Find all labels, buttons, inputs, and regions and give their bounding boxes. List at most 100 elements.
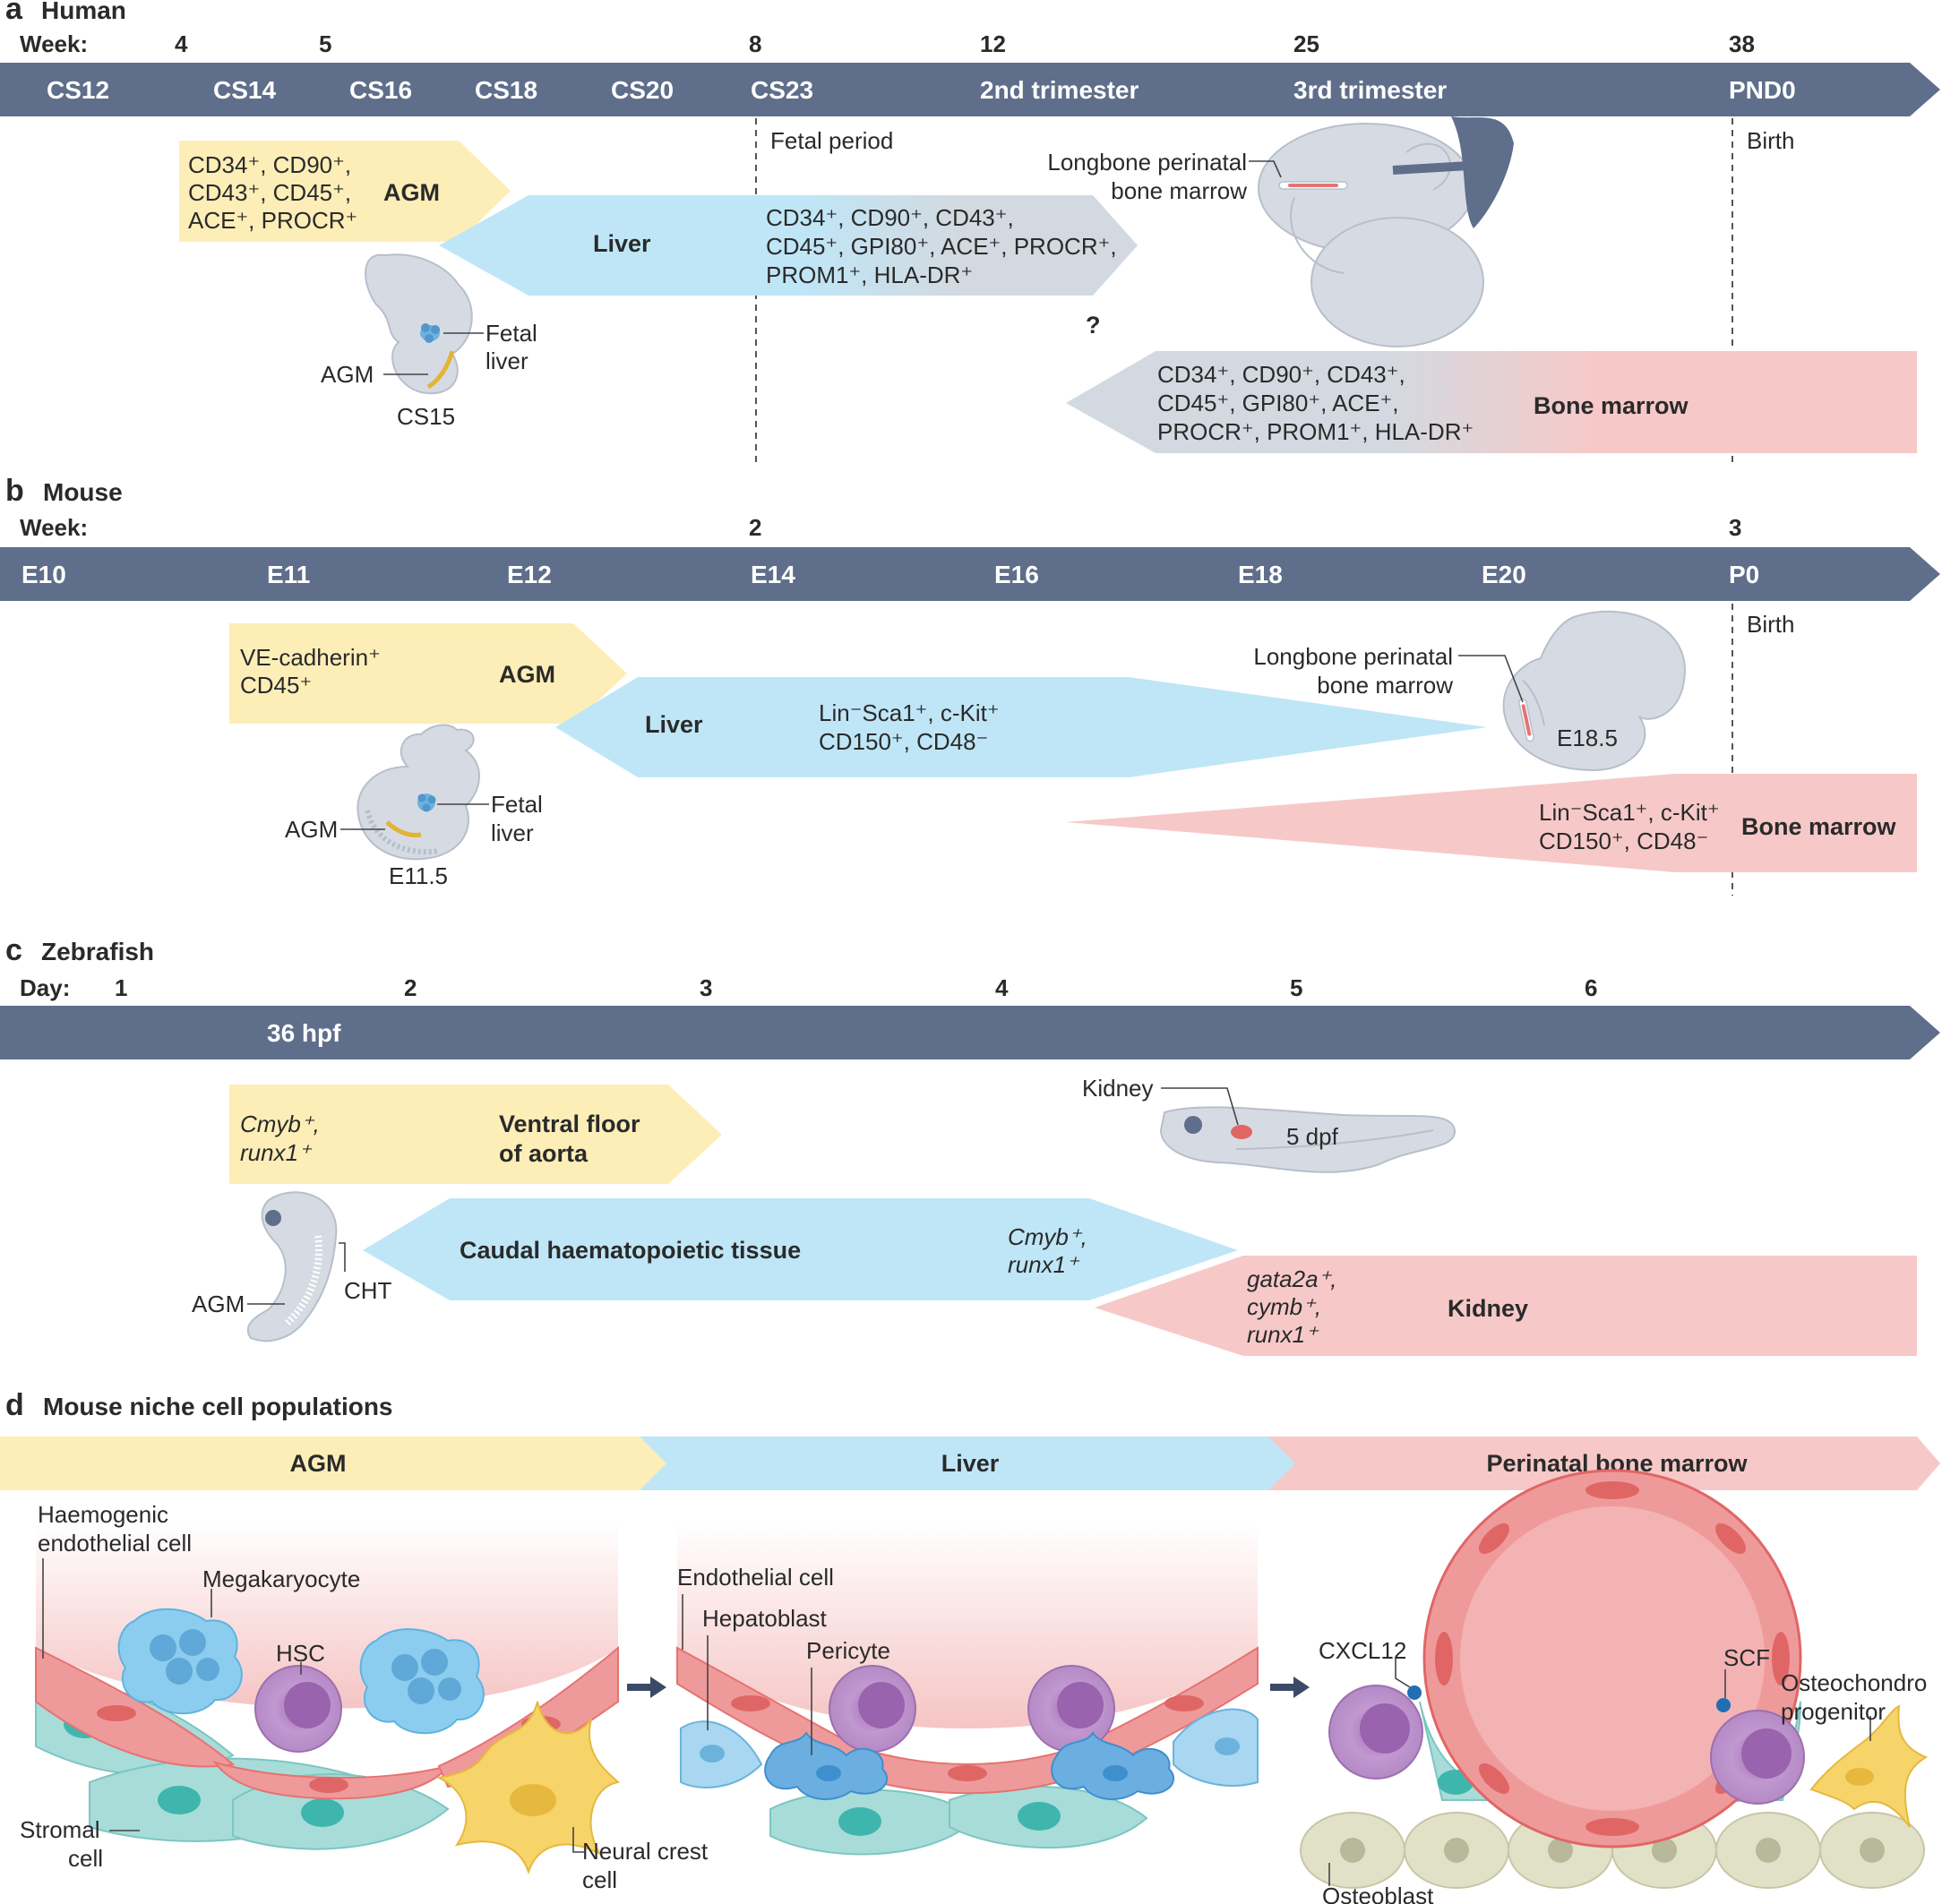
- panel-a: a Human Week: 4 5 8 12 25 38 CS12 CS14 C…: [0, 0, 1940, 466]
- scf-dot: [1716, 1698, 1731, 1712]
- hsc-cell: [1027, 1665, 1115, 1753]
- panel-c-scale-label: Day:: [20, 974, 70, 1001]
- liver-niche-illustration: [676, 1522, 1259, 1856]
- stage-label: 36 hpf: [267, 1019, 341, 1047]
- week-tick: 12: [980, 30, 1006, 57]
- week-tick: 5: [319, 30, 331, 57]
- week-tick: 3: [1729, 514, 1741, 541]
- liver-marker-line: CD45⁺, GPI80⁺, ACE⁺, PROCR⁺,: [766, 233, 1117, 260]
- cht-marker-line: Cmyb⁺,: [1008, 1223, 1087, 1250]
- panel-a-letter: a: [5, 0, 23, 26]
- endothelial-cells: [35, 1645, 619, 1800]
- panel-c-day-ticks: 1 2 3 4 5 6: [115, 974, 1597, 1001]
- agm-marker-line: ACE⁺, PROCR⁺: [188, 207, 357, 234]
- hsc-cell: [1710, 1710, 1805, 1805]
- timeline-bar: [0, 63, 1940, 116]
- panel-a-title: Human: [41, 0, 126, 24]
- panel-b-scale-label: Week:: [20, 514, 88, 541]
- bone-marrow-niche-illustration: [1300, 1469, 1929, 1889]
- osteochondro-progenitor-cell: [1809, 1704, 1929, 1828]
- kidney-arrow: [1095, 1256, 1917, 1356]
- agm-stripe: [385, 820, 422, 837]
- stage-label: CS16: [349, 76, 412, 104]
- panel-a-week-ticks: 4 5 8 12 25 38: [175, 30, 1755, 57]
- stage-label: CS23: [751, 76, 813, 104]
- human-fetus-illustration: [1258, 116, 1514, 347]
- hepatoblast-cells: [680, 1708, 1259, 1788]
- kidney-marker-line: gata2a⁺,: [1247, 1265, 1336, 1292]
- timeline-bar: [0, 547, 1940, 601]
- embryo-agm-label: AGM: [285, 816, 338, 843]
- stage-label: E10: [21, 561, 66, 588]
- band-liver: [638, 1437, 1295, 1490]
- kidney-marker-line: runx1⁺: [1247, 1321, 1319, 1348]
- osteoblast-cells: [1300, 1812, 1925, 1889]
- day-tick: 1: [115, 974, 127, 1001]
- embryo-stage-label: E11.5: [389, 862, 448, 889]
- panel-c: c Zebrafish Day: 1 2 3 4 5 6 36 hpf Cmyb…: [0, 933, 1940, 1356]
- bone-marrow-arrow: [1066, 774, 1917, 872]
- stage-label: E16: [994, 561, 1039, 588]
- aorta-label-line: of aorta: [499, 1140, 589, 1167]
- cht-arrow: [363, 1198, 1238, 1300]
- pericyte-cells: [764, 1731, 1174, 1801]
- osteoblast-label: Osteoblast: [1322, 1883, 1434, 1904]
- day-tick: 6: [1585, 974, 1597, 1001]
- day-tick: 2: [404, 974, 417, 1001]
- hsc-cell: [254, 1665, 342, 1753]
- liver-marker-line: Lin⁻Sca1⁺, c-Kit⁺: [819, 699, 1000, 726]
- transition-arrow-head: [1293, 1677, 1310, 1698]
- agm-marker-line: VE-cadherin⁺: [240, 644, 381, 671]
- liver-marker-line: CD150⁺, CD48⁻: [819, 728, 988, 755]
- day-tick: 5: [1290, 974, 1302, 1001]
- osteochondro-label: progenitor: [1781, 1698, 1886, 1725]
- fetus-longbone-label: bone marrow: [1111, 177, 1247, 204]
- panel-b-stage-labels: E10 E11 E12 E14 E16 E18 E20 P0: [21, 561, 1759, 588]
- band-label: AGM: [290, 1450, 347, 1477]
- bm-marker-line: CD34⁺, CD90⁺, CD43⁺,: [1157, 361, 1405, 388]
- stage-label: E11: [267, 561, 310, 588]
- birth-label: Birth: [1747, 127, 1794, 154]
- panel-b-title: Mouse: [43, 478, 123, 506]
- bone-marrow-label: Bone marrow: [1534, 392, 1689, 419]
- sinusoid-vessel: [1422, 1469, 1802, 1848]
- kidney-marker-line: cymb⁺,: [1247, 1293, 1321, 1320]
- panel-d-title: Mouse niche cell populations: [43, 1393, 393, 1420]
- panel-c-letter: c: [5, 933, 22, 967]
- neural-crest-label: Neural crest: [582, 1838, 709, 1865]
- cxcl12-label: CXCL12: [1319, 1637, 1406, 1664]
- agm-stripe: [426, 350, 455, 390]
- embryo-stage-label: CS15: [397, 403, 455, 430]
- stromal-label: Stromal: [20, 1816, 100, 1843]
- bm-marker-line: PROCR⁺, PROM1⁺, HLA-DR⁺: [1157, 418, 1474, 445]
- panel-d: d Mouse niche cell populations AGM Liver…: [0, 1388, 1940, 1904]
- hsc-cell: [1328, 1685, 1423, 1780]
- aorta-arrow: [229, 1085, 722, 1184]
- zebrafish-larva-illustration: [1159, 1106, 1456, 1173]
- panel-d-letter: d: [5, 1388, 24, 1422]
- bone-marrow-label: Bone marrow: [1741, 813, 1897, 840]
- aorta-marker-line: Cmyb⁺,: [240, 1111, 320, 1137]
- stage-label: 2nd trimester: [980, 76, 1139, 104]
- bm-marker-line: Lin⁻Sca1⁺, c-Kit⁺: [1539, 799, 1720, 826]
- agm-arrow: [229, 623, 627, 724]
- panel-b: b Mouse Week: 2 3 E10 E11 E12 E14 E16 E1…: [0, 474, 1940, 896]
- scf-label: SCF: [1723, 1644, 1770, 1671]
- bm-marker-line: CD45⁺, GPI80⁺, ACE⁺,: [1157, 390, 1399, 416]
- zebrafish-embryo-illustration: [246, 1191, 338, 1342]
- panel-a-scale-label: Week:: [20, 30, 88, 57]
- embryo-fetal-liver-label: liver: [491, 819, 534, 846]
- kidney-mark: [1231, 1125, 1252, 1139]
- agm-marker-line: CD45⁺: [240, 672, 312, 699]
- longbone-marrow-mark: [1521, 704, 1532, 736]
- haemogenic-label: Haemogenic: [38, 1501, 168, 1528]
- week-tick: 2: [749, 514, 761, 541]
- hsc-cell: [829, 1665, 916, 1753]
- agm-label: AGM: [383, 179, 440, 206]
- endothelial-label: Endothelial cell: [677, 1564, 834, 1591]
- question-mark: ?: [1086, 312, 1101, 339]
- liver-arrow: [439, 195, 1138, 296]
- stage-label: CS18: [475, 76, 537, 104]
- fetal-period-label: Fetal period: [770, 127, 893, 154]
- day-tick: 3: [700, 974, 712, 1001]
